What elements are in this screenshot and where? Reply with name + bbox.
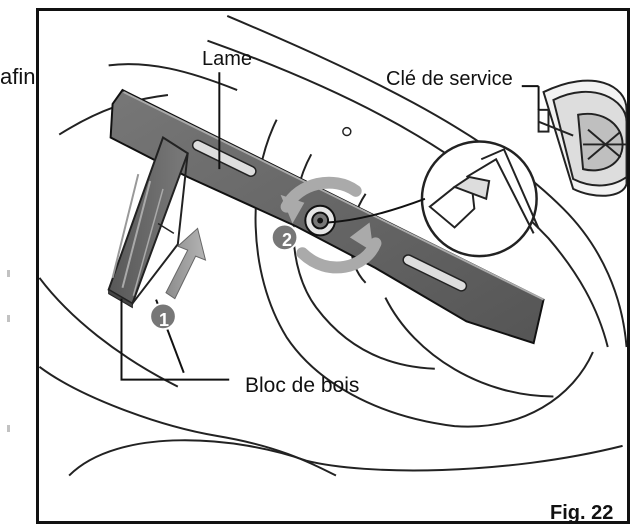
edge-mark [7,425,10,432]
edge-mark [7,315,10,322]
service-key-callout [327,140,540,258]
step-markers [149,223,299,331]
caption-background [520,503,592,521]
mower-diagram [39,15,627,521]
rear-wheel [537,79,627,197]
side-text: afin [0,64,36,89]
figure-frame: Lame Clé de service Bloc de bois 1 2 Fig… [36,8,630,524]
rotation-arrows [280,176,382,274]
edge-mark [7,270,10,277]
push-arrow [165,227,207,300]
wood-block [107,136,189,309]
